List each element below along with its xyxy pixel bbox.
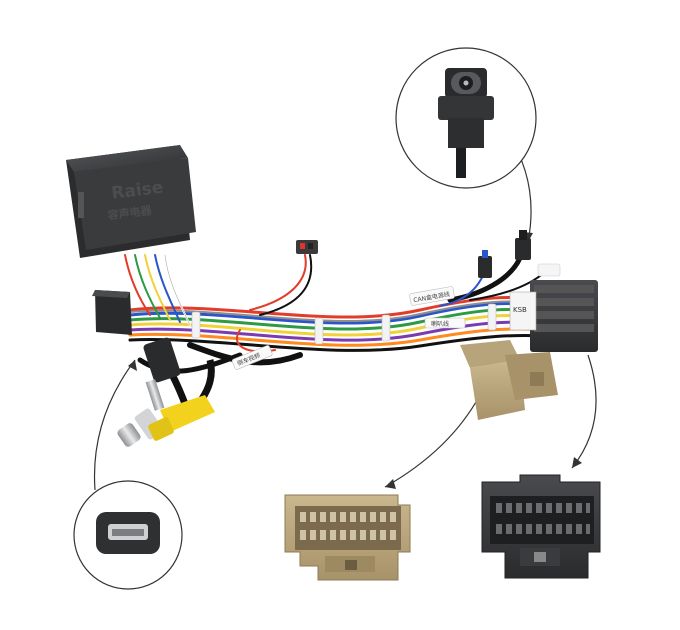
rca-usb-assembly [117, 337, 215, 447]
tan-connector-detail [284, 494, 411, 581]
usb-callout [73, 480, 183, 590]
callout-tan [384, 394, 481, 488]
tan-connector-photo [460, 340, 558, 420]
black-connector-detail [481, 474, 601, 579]
module-chinese-text: 容声电器 [106, 203, 153, 223]
antenna-callout [395, 47, 537, 189]
sleeve-label-2: 喇叭线 [431, 320, 449, 328]
antenna-plug [478, 230, 561, 278]
connector-label: KSB [513, 306, 527, 314]
arrow-usb [128, 360, 137, 371]
left-black-plug [92, 290, 132, 335]
arrow-tan [385, 479, 396, 489]
black-connector-photo: KSB [509, 280, 598, 352]
small-plug [296, 240, 318, 254]
callout-lines [93, 129, 597, 491]
arrow-black [572, 457, 582, 468]
callout-usb [93, 359, 136, 491]
can-module: Raise 容声电器 [66, 145, 196, 258]
callout-black [571, 354, 597, 469]
cable-ties [191, 303, 497, 345]
label-sleeves [231, 286, 466, 370]
